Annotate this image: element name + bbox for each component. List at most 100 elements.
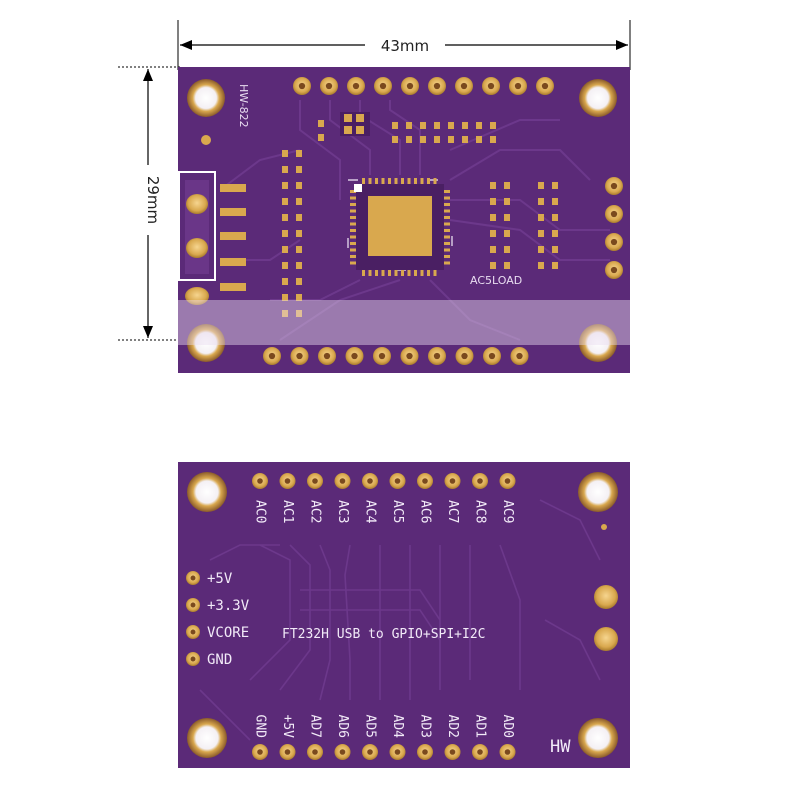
ac-pin-label: AC5 [390, 500, 405, 523]
ad-pin-label: GND [253, 715, 268, 739]
ac-pin-label: AC9 [500, 500, 515, 523]
ic-pin [350, 261, 356, 265]
side-pin-pad-drill [610, 266, 618, 274]
header-pin-pad-drill [541, 82, 549, 90]
smd-pad [504, 230, 510, 237]
smd-pad [552, 230, 558, 237]
header-pin-pad-drill [298, 82, 306, 90]
ic-pin [444, 216, 450, 219]
ad-pin-label: AD6 [335, 715, 350, 738]
ic-pin [375, 270, 378, 276]
load-label: AC5LOAD [470, 274, 522, 287]
smd-pad [490, 230, 496, 237]
ac-pin-pad-drill [422, 478, 428, 484]
ic-pin [420, 270, 424, 276]
ad-pin-pad-drill [477, 749, 483, 755]
brand-label: HW [550, 737, 571, 757]
ic-pin [444, 261, 450, 265]
smd-pad [538, 230, 544, 237]
ic-pin [368, 178, 372, 184]
smd-pad [490, 262, 496, 269]
ic-pin [407, 178, 411, 184]
ic-pin [444, 248, 450, 252]
header-pin-pad-drill [461, 352, 468, 360]
smd-pad [392, 136, 398, 143]
power-pin-pad-drill [190, 629, 196, 635]
ic-pin [427, 178, 430, 184]
ac-pin-label: AC0 [253, 500, 268, 523]
ic-pin [444, 242, 450, 245]
smd-pad [282, 214, 288, 221]
smd-pad [282, 310, 288, 317]
smd-pad [490, 214, 496, 221]
smd-pad [296, 294, 302, 301]
ac-pin-pad-drill [394, 478, 401, 484]
ic-pin [444, 235, 450, 239]
ic-pin [444, 190, 450, 193]
ic-pin [394, 178, 398, 184]
board-function-label: FT232H USB to GPIO+SPI+I2C [282, 627, 486, 642]
ic-pin [388, 270, 391, 276]
ic-pin [444, 229, 450, 232]
side-header-pins [605, 177, 623, 279]
smd-pad [552, 198, 558, 205]
ad-pin-label: AD7 [308, 715, 323, 738]
ic-pin [350, 248, 356, 252]
ad-pin-label: +5V [280, 715, 295, 739]
smd-pad [296, 182, 302, 189]
smd-pad [552, 182, 558, 189]
ac-pin-label: AC6 [418, 500, 433, 523]
ac-pin-pad-drill [367, 478, 373, 484]
smd-pad [296, 230, 302, 237]
smd-pad [462, 136, 468, 143]
smd-pad [420, 136, 426, 143]
top-header-pins [293, 77, 554, 95]
header-pin-pad-drill [433, 82, 441, 90]
ic-pin [350, 216, 356, 219]
smd-pad [490, 198, 496, 205]
ic-pin [368, 270, 372, 276]
ad-pin-label: AD1 [473, 715, 488, 738]
smd-pad [282, 246, 288, 253]
ic-pin [414, 178, 417, 184]
ic-pin [433, 178, 437, 184]
ad-pin-pad-drill [504, 749, 511, 755]
ac-pin-label: AC2 [308, 500, 323, 523]
power-pin-label: VCORE [207, 625, 249, 641]
smd-pad [490, 136, 496, 143]
ic-pin [375, 178, 378, 184]
header-pin-pad-drill [487, 82, 495, 90]
smd-pad [296, 214, 302, 221]
ac-pin-pad-drill [504, 478, 511, 484]
ac-pin-pad-drill [449, 478, 456, 484]
smd-pad [504, 198, 510, 205]
ac-pin-pad-drill [339, 478, 346, 484]
smd-pad [552, 262, 558, 269]
power-pin-pad-drill [190, 656, 196, 662]
ic-pin [394, 270, 398, 276]
smd-pad [552, 246, 558, 253]
ic-pin [350, 229, 356, 232]
smd-pad [490, 122, 496, 129]
smd-pad [538, 182, 544, 189]
smd-pad [538, 214, 544, 221]
ic-pin [444, 203, 450, 206]
ad-pin-label: AD4 [390, 715, 405, 739]
ad-pin-pad-drill [394, 749, 401, 755]
smd-pad [538, 262, 544, 269]
ic-pin [362, 178, 365, 184]
smd-pad [462, 122, 468, 129]
ic-pin [350, 203, 356, 206]
power-pin-label: +5V [207, 571, 233, 587]
ic-pin [350, 255, 356, 258]
smd-pad [296, 278, 302, 285]
header-pin-pad-drill [488, 352, 496, 360]
power-pin-pad-drill [190, 602, 196, 608]
ac-pin-label: AC7 [445, 500, 460, 523]
header-pin-pad-drill [514, 82, 522, 90]
ac-pin-pad-drill [284, 478, 291, 484]
ic-pin [381, 178, 385, 184]
ad-pin-label: AD5 [363, 715, 378, 738]
smd-pad [296, 246, 302, 253]
smd-pad [318, 134, 324, 141]
